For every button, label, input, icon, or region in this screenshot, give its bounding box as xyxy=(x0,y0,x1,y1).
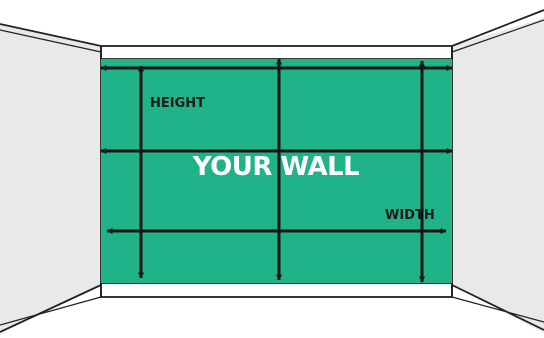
floor-band xyxy=(100,282,453,298)
left-floor-edge xyxy=(0,284,102,333)
left-ceiling-edge-inner xyxy=(0,29,102,53)
height-label: HEIGHT xyxy=(150,96,205,111)
right-floor-edge-inner xyxy=(451,296,544,323)
right-side-wall xyxy=(452,18,544,333)
left-ceiling-edge xyxy=(0,23,102,47)
width-label: WIDTH xyxy=(385,208,435,223)
left-side-wall xyxy=(0,24,101,333)
right-ceiling-edge xyxy=(451,9,544,47)
right-floor-edge xyxy=(451,284,544,331)
ceiling-band xyxy=(100,45,453,60)
wall-title: YOUR WALL xyxy=(192,152,359,182)
right-ceiling-edge-inner xyxy=(451,19,544,53)
left-floor-edge-inner xyxy=(0,296,102,326)
